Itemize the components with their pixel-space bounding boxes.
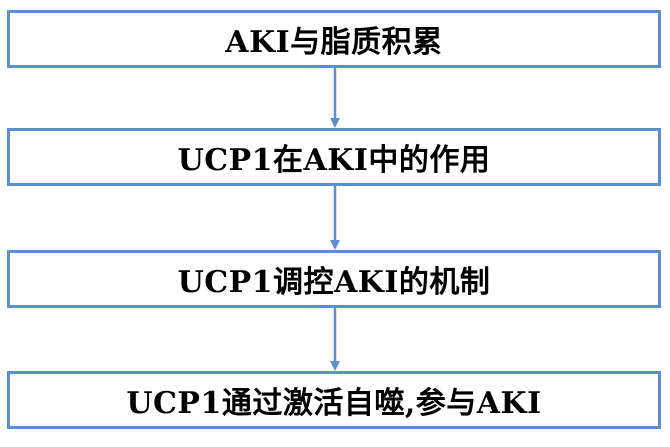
flow-step-ucp1-autophagy-aki: UCP1通过激活自噬,参与AKI — [7, 371, 661, 429]
flow-step-ucp1-role-in-aki: UCP1在AKI中的作用 — [7, 128, 661, 186]
flow-step-label: UCP1调控AKI的机制 — [177, 265, 491, 300]
flow-step-ucp1-regulation-mechanism: UCP1调控AKI的机制 — [7, 250, 661, 308]
flow-step-aki-lipid-accumulation: AKI与脂质积累 — [7, 10, 661, 68]
flow-step-label: AKI与脂质积累 — [225, 25, 443, 60]
flow-step-label: UCP1通过激活自噬,参与AKI — [126, 386, 542, 421]
flow-step-label: UCP1在AKI中的作用 — [177, 143, 491, 178]
